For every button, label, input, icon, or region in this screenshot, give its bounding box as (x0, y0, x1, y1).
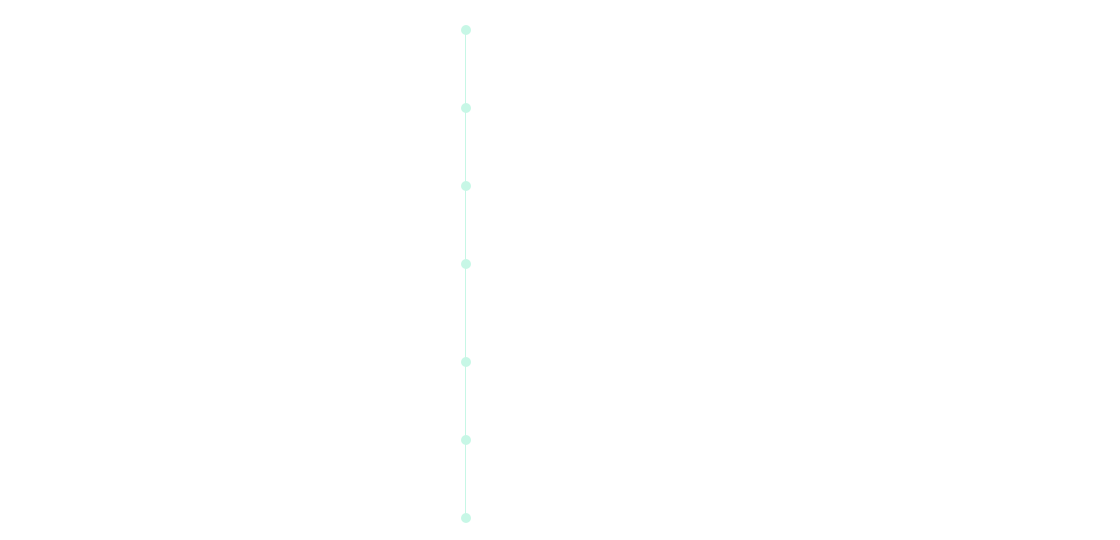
timeline-node (461, 513, 471, 523)
timeline-node (461, 103, 471, 113)
timeline-node (461, 435, 471, 445)
timeline-node (461, 357, 471, 367)
timeline-connector-line (465, 30, 466, 518)
timeline-node (461, 181, 471, 191)
timeline-node (461, 259, 471, 269)
timeline-node (461, 25, 471, 35)
